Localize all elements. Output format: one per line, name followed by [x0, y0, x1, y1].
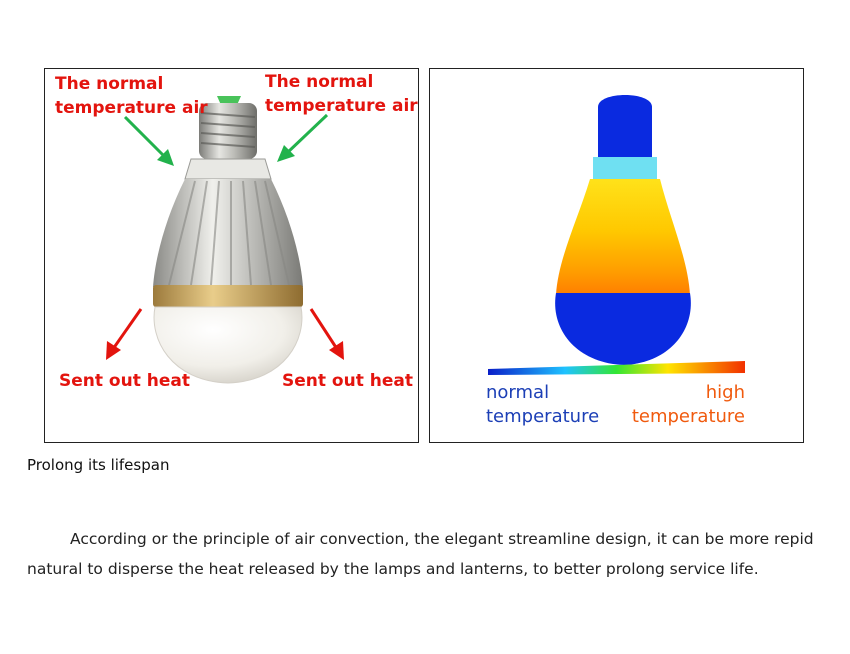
- description-paragraph: According or the principle of air convec…: [27, 524, 817, 584]
- thermal-base: [598, 95, 652, 159]
- heat-label-left: Sent out heat: [59, 371, 190, 391]
- temperature-legend-bar: [488, 361, 745, 375]
- bulb-dome: [153, 306, 303, 384]
- description-line-1: According or the principle of air convec…: [70, 530, 814, 548]
- legend-normal-label: normal temperature: [486, 382, 600, 427]
- thermal-collar: [593, 157, 657, 179]
- air-label-left: The normal temperature air: [55, 74, 208, 118]
- bulb-illustration: [106, 96, 344, 384]
- green-arrow-icon: [277, 113, 329, 162]
- bulb-tip: [217, 96, 241, 105]
- air-label-right: The normal temperature air: [265, 72, 418, 116]
- green-arrow-icon: [123, 115, 174, 166]
- caption: Prolong its lifespan: [27, 456, 170, 474]
- thermal-dome: [555, 293, 691, 365]
- heat-label-right: Sent out heat: [282, 371, 413, 391]
- thermal-hot-zone: [556, 179, 690, 295]
- thermal-bulb-illustration: [488, 95, 745, 375]
- description-line-2: natural to disperse the heat released by…: [27, 560, 759, 578]
- heat-sink: [153, 179, 303, 287]
- thermal-image-panel: normal temperature high temperature: [429, 68, 804, 443]
- red-arrow-icon: [309, 308, 344, 360]
- red-arrow-icon: [106, 308, 143, 360]
- gold-ring: [153, 285, 303, 307]
- legend-high-label: high temperature: [631, 382, 745, 427]
- bulb-photo-panel: The normal temperature air The normal te…: [44, 68, 419, 443]
